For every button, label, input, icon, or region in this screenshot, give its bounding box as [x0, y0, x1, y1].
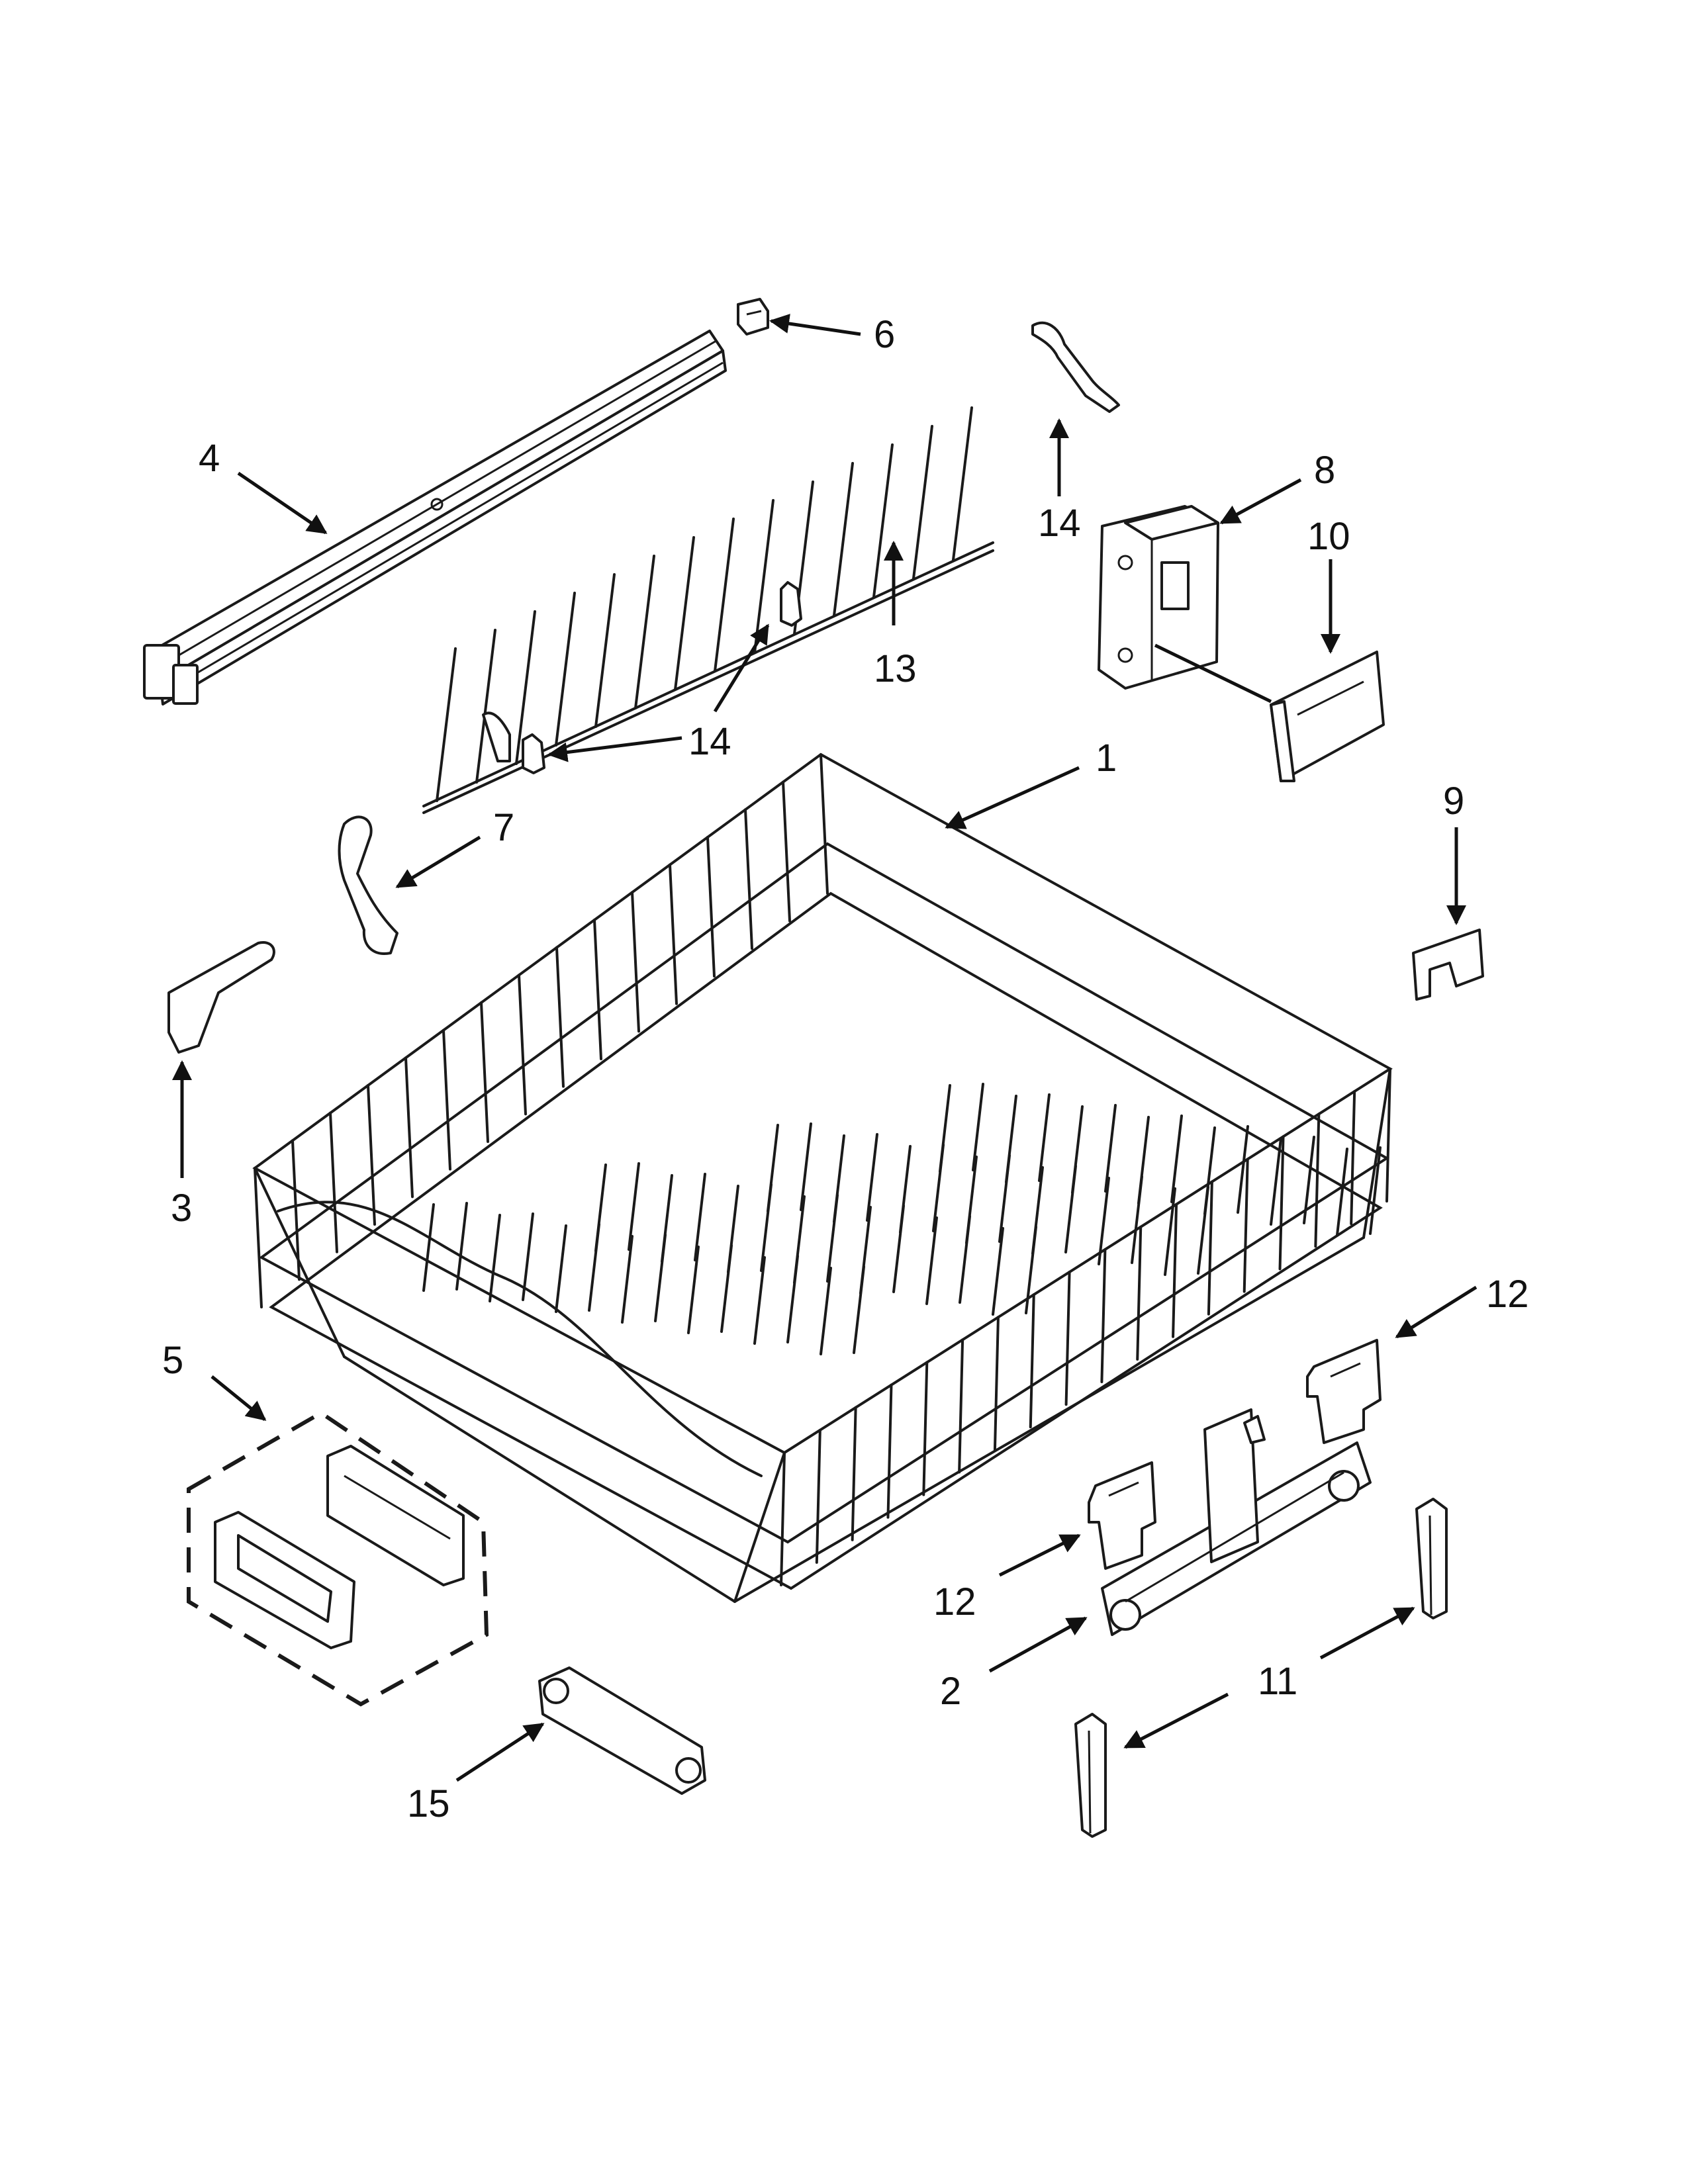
leader-lines	[172, 314, 1477, 1782]
callout-11: 11	[1258, 1660, 1297, 1703]
callout-4: 4	[199, 437, 220, 480]
part-11-rack-post-left	[1074, 1713, 1107, 1838]
part-12-slide-clip-upper	[1306, 1339, 1382, 1444]
callout-14-upper: 14	[1038, 502, 1081, 545]
part-3-arm-clip	[167, 941, 275, 1054]
part-1-upper-dishrack	[252, 752, 1393, 1603]
part-7-wheel-clip	[338, 815, 399, 955]
callout-13: 13	[874, 647, 917, 690]
part-2-adjuster-slide	[1101, 1408, 1372, 1636]
callout-3: 3	[171, 1187, 192, 1230]
callout-10: 10	[1307, 515, 1350, 558]
callout-6: 6	[874, 313, 895, 356]
callout-1: 1	[1096, 737, 1117, 780]
callout-8: 8	[1314, 449, 1335, 492]
part-14-hook-clip-lower	[482, 581, 802, 774]
callout-7: 7	[493, 806, 514, 849]
callout-12-lower: 12	[933, 1580, 976, 1623]
callout-15: 15	[407, 1782, 450, 1825]
part-11-rack-post-right	[1415, 1498, 1448, 1619]
part-14-hook-clip-upper	[1031, 321, 1120, 413]
callout-5: 5	[162, 1339, 183, 1382]
callout-2: 2	[940, 1670, 961, 1713]
part-13-tine-row	[422, 406, 994, 814]
callout-12-upper: 12	[1486, 1273, 1529, 1316]
part-12-slide-clip-lower	[1088, 1461, 1156, 1570]
part-6-clip	[737, 298, 769, 336]
part-4-rack-rail	[143, 330, 727, 705]
part-9-clip	[1412, 929, 1484, 1001]
callout-9: 9	[1443, 780, 1464, 823]
part-8-adjuster-housing	[1098, 505, 1219, 690]
callout-14-lower: 14	[688, 720, 731, 763]
part-5-handle-assembly	[187, 1410, 489, 1707]
part-10-cover	[1270, 651, 1385, 782]
part-15-roller-bracket	[538, 1666, 706, 1795]
